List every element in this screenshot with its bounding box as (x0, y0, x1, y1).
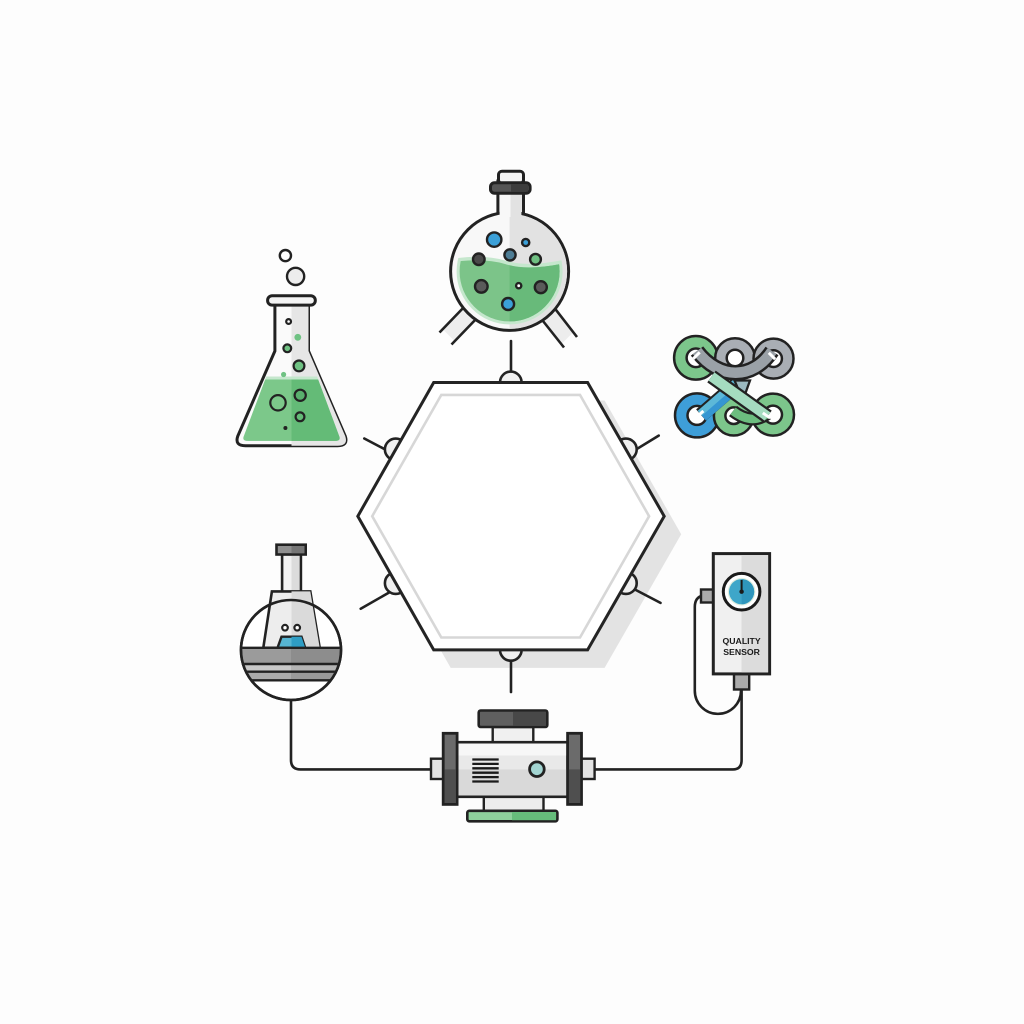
svg-text:QUALITY: QUALITY (723, 636, 761, 646)
svg-text:SENSOR: SENSOR (723, 647, 760, 657)
